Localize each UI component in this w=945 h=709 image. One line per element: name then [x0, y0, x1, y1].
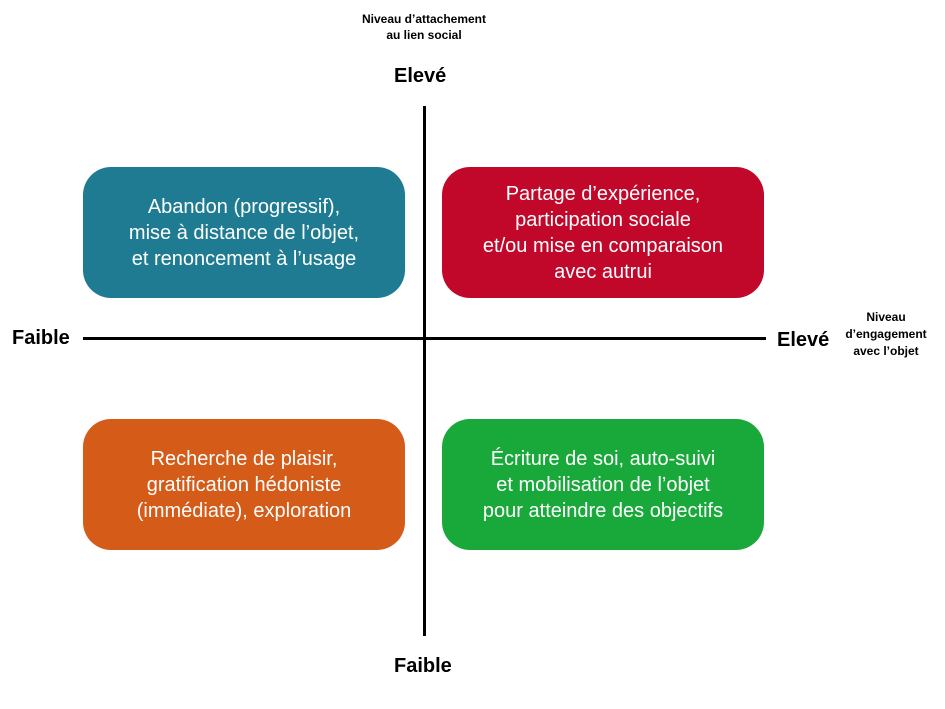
quadrant-text-line: Recherche de plaisir, — [150, 447, 338, 470]
quadrant-text-line: (immédiate), exploration — [136, 499, 352, 522]
quadrant-text-line: et mobilisation de l’objet — [496, 473, 710, 496]
quadrant-text-line: Abandon (progressif), — [147, 195, 341, 218]
vertical-axis-title-line: Niveau d’attachement — [361, 12, 487, 26]
horizontal-axis-title-line: d’engagement — [845, 327, 927, 341]
quadrant-text-line: mise à distance de l’objet, — [128, 221, 360, 244]
quadrant-text-line: pour atteindre des objectifs — [482, 499, 724, 522]
vertical-axis-title: Niveau d’attachement au lien social — [344, 11, 504, 43]
horizontal-axis-title-line: Niveau — [866, 310, 906, 324]
vertical-axis-low-label: Faible — [394, 655, 452, 677]
quadrant-text-line: et/ou mise en comparaison — [482, 234, 724, 257]
quadrant-top-left: Abandon (progressif), mise à distance de… — [83, 167, 405, 298]
horizontal-axis-title: Niveau d’engagement avec l’objet — [836, 309, 936, 360]
horizontal-axis-low-label: Faible — [12, 327, 70, 349]
quadrant-text-line: avec autrui — [554, 260, 652, 283]
quadrant-bottom-right: Écriture de soi, auto-suivi et mobilisat… — [442, 419, 764, 550]
vertical-axis-title-line: au lien social — [386, 28, 462, 42]
quadrant-top-right: Partage d’expérience, participation soci… — [442, 167, 764, 298]
quadrant-text-line: Écriture de soi, auto-suivi — [490, 447, 716, 470]
horizontal-axis-title-line: avec l’objet — [853, 344, 919, 358]
quadrant-bottom-left: Recherche de plaisir, gratification hédo… — [83, 419, 405, 550]
quadrant-text-line: Partage d’expérience, — [505, 182, 701, 205]
horizontal-axis-high-label: Elevé — [777, 329, 830, 351]
horizontal-axis-line — [83, 337, 766, 340]
vertical-axis-line — [423, 106, 426, 636]
vertical-axis-high-label: Elevé — [394, 65, 447, 87]
quadrant-text-line: participation sociale — [515, 208, 691, 231]
quadrant-text-line: gratification hédoniste — [146, 473, 342, 496]
quadrant-text-line: et renoncement à l’usage — [131, 247, 357, 270]
